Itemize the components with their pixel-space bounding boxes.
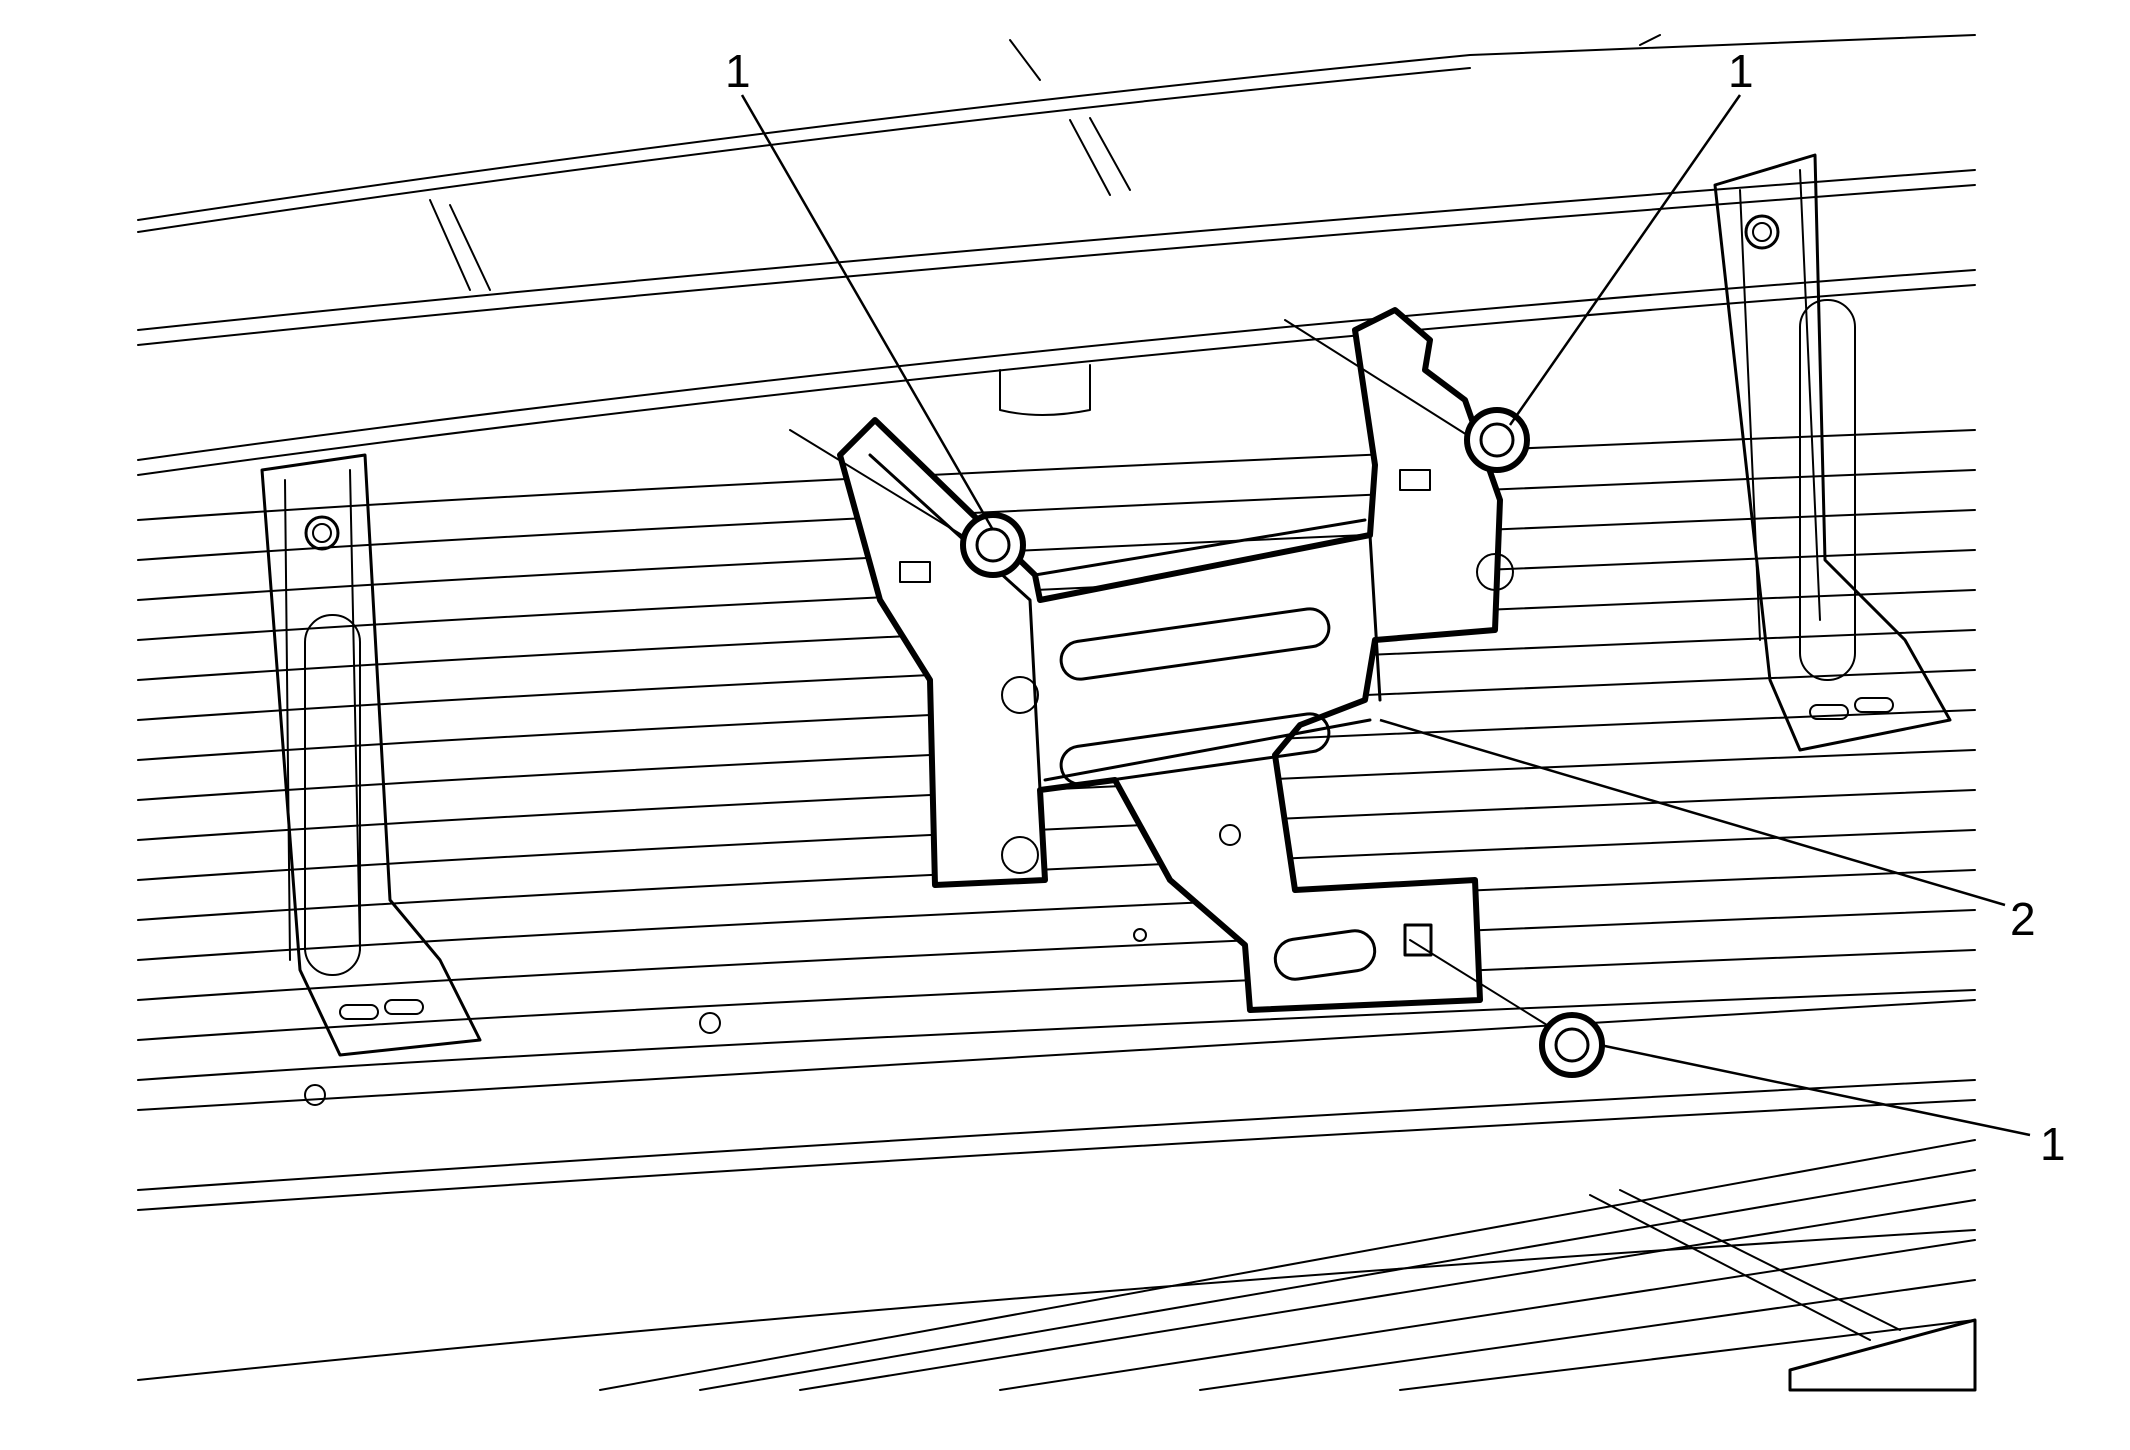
upper-fascia (137, 34, 1976, 476)
fastener-bottom (1409, 939, 1605, 1078)
leader-line-top-right (1508, 94, 1742, 426)
callout-labels: 1 1 2 1 (725, 45, 2066, 1170)
right-support-strut (1713, 153, 1952, 752)
leader-lines (740, 94, 2031, 1137)
leader-line-bottom (1599, 1043, 2031, 1137)
callout-label-bottom: 1 (2040, 1118, 2066, 1170)
mounting-bracket (837, 307, 1514, 1013)
leader-line-top-left (740, 94, 995, 531)
left-support-strut (260, 453, 482, 1057)
callout-label-top-left: 1 (725, 45, 751, 97)
fastener-top-left (789, 429, 1026, 578)
fastener-top-right (1284, 319, 1530, 473)
callout-label-bracket: 2 (2010, 893, 2036, 945)
lower-fascia (137, 928, 1976, 1381)
leader-line-bracket (1379, 718, 2006, 907)
callout-label-top-right: 1 (1728, 45, 1754, 97)
grille-slats (137, 429, 1976, 1081)
lower-grille-mesh (599, 1139, 1977, 1392)
